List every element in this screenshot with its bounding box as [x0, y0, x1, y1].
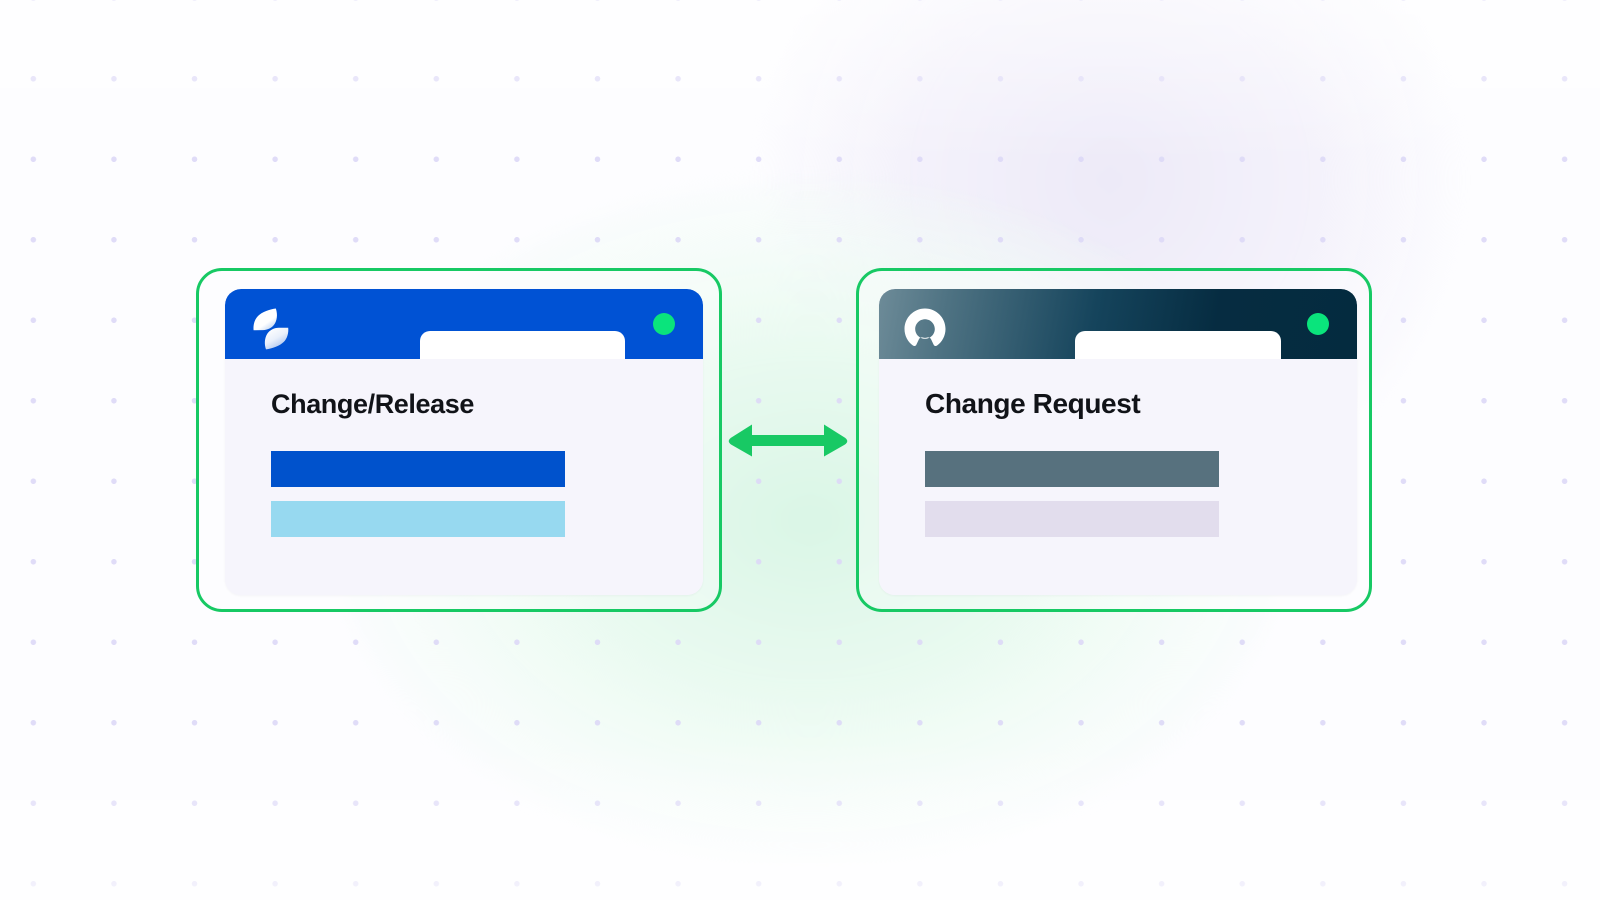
- window-header-freshservice: [879, 289, 1357, 359]
- status-dot-freshservice: [1307, 313, 1329, 335]
- card-title-jira: Change/Release: [271, 389, 474, 419]
- freshservice-logo-icon: [901, 305, 949, 353]
- content-bar-primary-jira: [271, 451, 565, 487]
- status-dot-jira: [653, 313, 675, 335]
- content-placeholder-bars-jira: [271, 451, 703, 537]
- window-body-jira: Change/Release: [225, 359, 703, 595]
- jira-logo-icon: [247, 305, 295, 353]
- bidirectional-sync-arrow-icon: [726, 418, 850, 464]
- window-header-jira: [225, 289, 703, 359]
- content-bar-secondary-jira: [271, 501, 565, 537]
- content-placeholder-bars-freshservice: [925, 451, 1357, 537]
- card-title-freshservice: Change Request: [925, 388, 1141, 419]
- content-bar-primary-freshservice: [925, 451, 1219, 487]
- card-jira[interactable]: Change/Release: [196, 268, 722, 612]
- window-jira[interactable]: Change/Release: [225, 289, 703, 595]
- window-tab-jira[interactable]: [420, 331, 625, 359]
- window-freshservice[interactable]: Change Request: [879, 289, 1357, 595]
- window-tab-freshservice[interactable]: [1075, 331, 1281, 359]
- card-freshservice[interactable]: Change Request: [856, 268, 1372, 612]
- content-bar-secondary-freshservice: [925, 501, 1219, 537]
- window-body-freshservice: Change Request: [879, 359, 1357, 595]
